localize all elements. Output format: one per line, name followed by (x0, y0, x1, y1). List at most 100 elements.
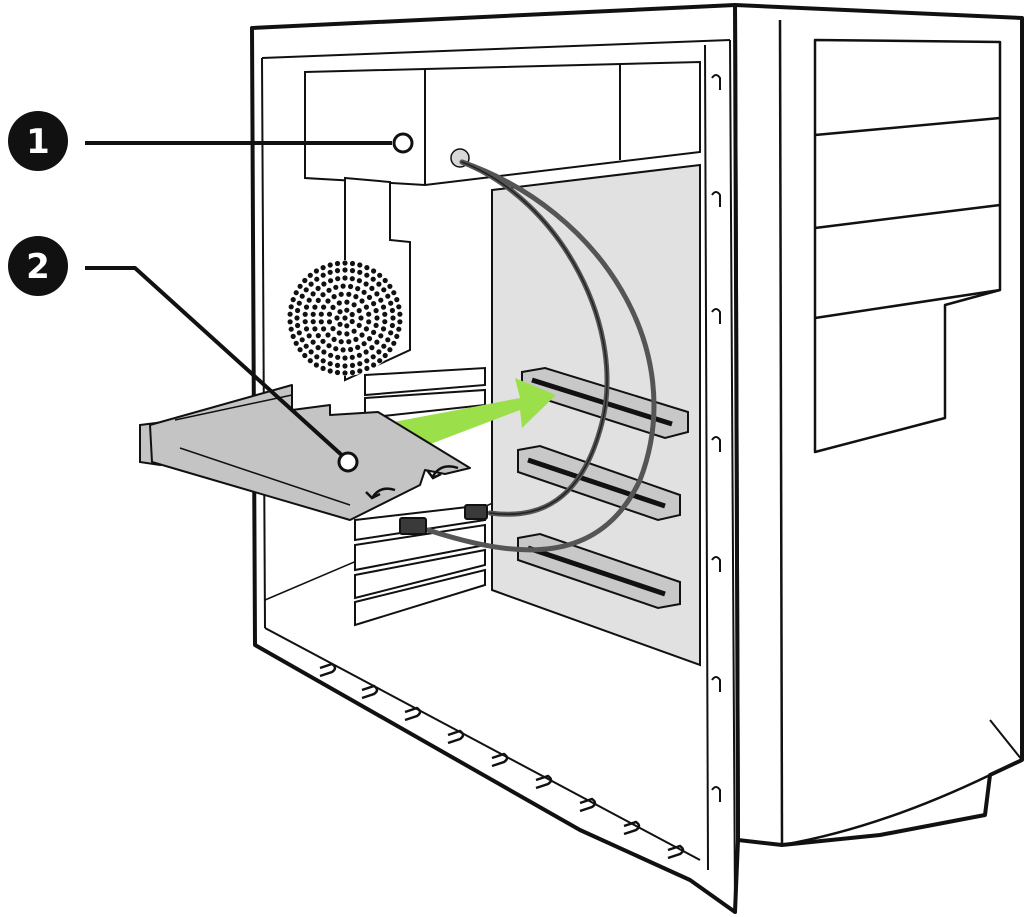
floor-vents (319, 662, 685, 860)
fan-hole (318, 311, 324, 317)
cable-connectors (399, 504, 488, 535)
fan-hole (394, 333, 400, 339)
fan-hole (358, 315, 364, 321)
fan-hole (312, 326, 318, 332)
fan-hole (328, 352, 334, 358)
callout-2-target-dot (337, 451, 359, 473)
fan-hole (310, 311, 316, 317)
fan-hole (357, 368, 363, 374)
fan-hole (351, 302, 357, 308)
fan-hole (334, 362, 341, 368)
fan-hole (344, 307, 350, 313)
fan-hole (349, 260, 356, 267)
fan-hole (371, 301, 377, 307)
fan-hole (342, 267, 348, 273)
fan-hole (325, 298, 331, 304)
fan-hole (353, 294, 359, 300)
fan-hole (342, 315, 348, 321)
fan-hole (357, 262, 363, 268)
fan-hole (315, 297, 321, 303)
fan-hole (327, 361, 333, 367)
rail-slots (711, 74, 721, 802)
fan-hole (321, 281, 327, 287)
fan-hole (344, 299, 350, 305)
fan-hole (363, 326, 369, 332)
fan-hole (363, 349, 369, 355)
fan-hole (349, 318, 355, 325)
fan-hole (330, 304, 336, 310)
fan-hole (336, 300, 342, 306)
fan-hole (342, 260, 348, 266)
fan-hole (346, 339, 352, 345)
fan-hole (303, 343, 309, 349)
fan-hole (287, 319, 293, 325)
rear-panel (287, 176, 411, 382)
fan-hole (333, 346, 339, 352)
fan-hole (349, 369, 356, 376)
fan-hole (376, 349, 382, 355)
fan-hole (344, 323, 350, 329)
fan-hole (321, 326, 327, 332)
fan-hole (307, 272, 313, 278)
fan-hole (334, 315, 340, 321)
fan-hole (382, 319, 388, 325)
fan-hole (377, 272, 383, 278)
callout-2: 2 (8, 236, 359, 473)
case-front-panel (733, 3, 1024, 847)
fan-hole (335, 276, 341, 282)
fan-hole (389, 307, 395, 314)
fan-hole (349, 276, 355, 282)
fan-hole (342, 275, 348, 281)
fan-hole (369, 285, 375, 291)
fan-hole (326, 319, 333, 325)
fan-hole (297, 347, 303, 353)
callout-1-badge (8, 111, 68, 171)
pci-slot (517, 532, 681, 610)
fan-hole (310, 339, 316, 345)
drive-bay-divider (814, 288, 1001, 320)
fan-hole (349, 354, 355, 360)
fan-hole (320, 365, 326, 371)
fan-hole (287, 311, 293, 317)
fan-hole (381, 287, 387, 293)
fan-grille (287, 260, 403, 376)
fan-hole (297, 283, 303, 289)
fan-hole (371, 329, 377, 335)
fan-hole (299, 293, 305, 299)
fan-hole (366, 319, 372, 325)
fan-hole (315, 345, 321, 351)
fan-hole (320, 265, 326, 271)
fan-hole (387, 347, 393, 353)
cable-plug (464, 504, 488, 520)
fan-hole (390, 315, 396, 321)
fan-hole (370, 276, 376, 282)
fan-hole (366, 311, 372, 317)
fan-hole (387, 283, 393, 289)
fan-hole (388, 330, 394, 336)
fan-hole (377, 358, 383, 364)
fan-hole (370, 354, 376, 360)
fan-hole (349, 362, 356, 368)
fan-hole (333, 284, 339, 290)
fan-hole (336, 330, 342, 336)
fan-hole (382, 352, 388, 359)
hint-arrow (430, 465, 459, 479)
fan-hole (293, 340, 299, 346)
fan-hole (382, 277, 388, 284)
fan-hole (348, 283, 354, 290)
fan-hole (325, 332, 331, 338)
fan-hole (371, 362, 377, 368)
fan-hole (356, 322, 362, 328)
fan-hole (320, 358, 326, 364)
pci-slot (517, 444, 681, 522)
fan-hole (303, 304, 310, 310)
callout-2-badge (8, 236, 68, 296)
fan-hole (326, 343, 332, 349)
callout-1-target-dot (392, 132, 414, 154)
power-cables (425, 159, 657, 553)
fan-hole (396, 304, 402, 310)
drive-bay-divider (814, 203, 1001, 230)
fan-hole (321, 304, 327, 310)
fan-hole (357, 269, 363, 275)
